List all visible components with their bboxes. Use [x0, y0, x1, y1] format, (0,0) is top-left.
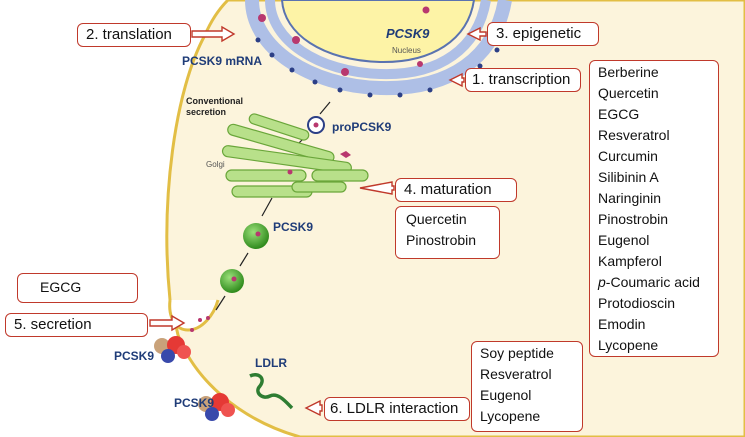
maturation-compounds: Quercetin Pinostrobin	[406, 209, 476, 251]
pcsk9-vesicle-2	[220, 269, 244, 293]
conventional-secretion-label: Conventional secretion	[186, 96, 244, 117]
ldlr-compounds: Soy peptide Resveratrol Eugenol Lycopene	[480, 343, 554, 427]
compound: Eugenol	[598, 232, 650, 248]
arrow-epigenetic	[466, 26, 487, 42]
pcsk9-nucleus-label: PCSK9	[386, 26, 430, 41]
compound: EGCG	[598, 106, 640, 122]
ldlr-compounds-box	[471, 341, 583, 432]
golgi-apparatus	[221, 113, 369, 198]
pcsk9-vesicle-1	[243, 223, 269, 249]
ldlr-label: LDLR	[255, 356, 287, 370]
ldlr-interaction-label: 6. LDLR interaction	[330, 400, 459, 417]
golgi-label: Golgi	[206, 160, 225, 169]
maturation-box	[395, 178, 517, 202]
compound: Naringinin	[598, 190, 662, 206]
compound: Quercetin	[598, 85, 659, 101]
ldlr-receptor	[249, 373, 294, 410]
secretion-box	[5, 313, 148, 337]
propcsk9-label: proPCSK9	[332, 120, 392, 134]
red-arrows	[149, 25, 487, 417]
secretion-compounds: EGCG	[40, 277, 81, 298]
compound: Lycopene	[480, 408, 541, 424]
compound: Soy peptide	[480, 345, 554, 361]
maturation-compounds-box	[395, 206, 500, 259]
pcsk9-vesicle-label: PCSK9	[273, 220, 314, 234]
compound: Protodioscin	[598, 295, 676, 311]
pcsk9-protein-secreted	[154, 336, 191, 363]
er-inner	[265, 0, 491, 80]
compound: Kampferol	[598, 253, 662, 269]
epigenetic-box	[487, 22, 599, 46]
pcsk9-protein-bound	[198, 393, 235, 421]
pcsk9-bound-label: PCSK9	[174, 396, 215, 410]
nucleus-label: Nucleus	[392, 46, 421, 55]
secreted-dots	[190, 316, 210, 332]
arrow-secretion	[149, 314, 186, 332]
maturation-label: 4. maturation	[404, 181, 492, 198]
secretion-compounds-box	[17, 273, 138, 303]
arrow-maturation	[359, 181, 395, 195]
compound: p-Coumaric acid	[598, 274, 700, 290]
compound: Eugenol	[480, 387, 532, 403]
compound: Emodin	[598, 316, 646, 332]
compound: Pinostrobin	[406, 232, 477, 248]
ldlr-interaction-box	[324, 397, 470, 421]
golgi-to-vesicle-arrow	[261, 197, 273, 217]
transcription-compounds-box	[589, 60, 719, 357]
translation-label: 2. translation	[86, 26, 172, 43]
transcription-box	[465, 68, 581, 92]
epigenetic-label: 3. epigenetic	[496, 25, 582, 42]
compound: Silibinin A	[598, 169, 659, 185]
compound: Quercetin	[406, 211, 467, 227]
mrna-molecules	[258, 6, 430, 76]
transcription-label: 1. transcription	[472, 71, 571, 88]
compound: EGCG	[40, 279, 82, 295]
er-to-vesicle-arrow	[319, 101, 331, 115]
translation-box	[77, 23, 191, 47]
compound: Resveratrol	[598, 127, 670, 143]
compound: Pinostrobin	[598, 211, 669, 227]
nucleus	[280, 0, 476, 64]
arrow-transcription	[448, 72, 465, 88]
transcription-compounds: Berberine Quercetin EGCG Resveratrol Cur…	[598, 62, 700, 356]
compound: Berberine	[598, 64, 659, 80]
compound: Lycopene	[598, 337, 659, 353]
secretion-label: 5. secretion	[14, 316, 92, 333]
arrow-translation	[191, 25, 236, 43]
compound: Resveratrol	[480, 366, 552, 382]
compound: Curcumin	[598, 148, 658, 164]
pcsk9-mrna-label: PCSK9 mRNA	[182, 54, 263, 68]
arrow-ldlr	[304, 399, 323, 417]
pcsk9-secreted-label: PCSK9	[114, 349, 155, 363]
er-outer	[245, 0, 512, 96]
